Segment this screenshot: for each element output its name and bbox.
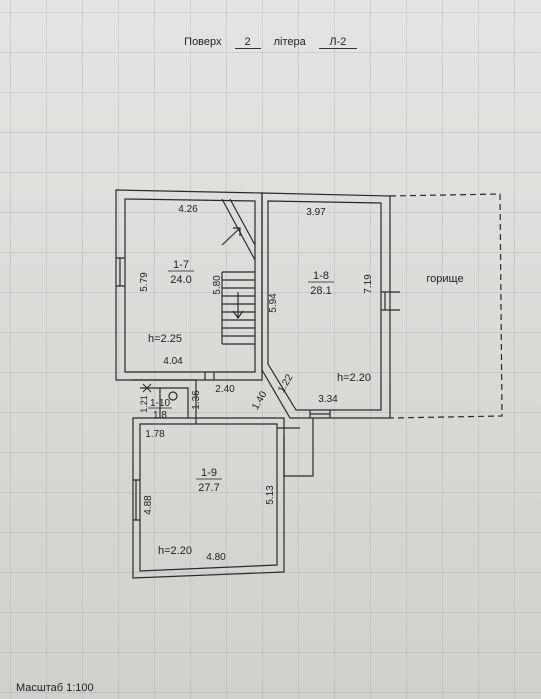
floor-value: 2 — [234, 36, 261, 49]
dim-4-26: 4.26 — [178, 204, 198, 215]
dim-4-80: 4.80 — [206, 552, 226, 563]
sheet-header: Поверх 2 літера Л-2 — [0, 36, 541, 49]
room-1-8-number: 1-8 — [313, 270, 329, 282]
dim-4-04: 4.04 — [163, 356, 183, 367]
dim-1-40: 1.40 — [250, 389, 269, 412]
room-1-7-walls — [115, 189, 263, 381]
door-1-9 — [277, 418, 314, 477]
attic-label: горище — [426, 273, 463, 285]
sink-symbol — [168, 391, 178, 401]
stair-arrow-down — [232, 292, 244, 320]
dim-5-94: 5.94 — [268, 293, 279, 313]
room-1-7-area: 24.0 — [170, 274, 191, 286]
dim-1-21: 1.21 — [139, 395, 149, 413]
attic-outline — [389, 193, 503, 419]
room-1-9-height: h=2.20 — [158, 545, 192, 557]
stair-arrow-up — [221, 227, 241, 246]
room-1-8-area: 28.1 — [310, 285, 331, 297]
window-1-9 — [133, 479, 140, 521]
room-1-10-area: 1.8 — [153, 410, 167, 421]
scale-label: Масштаб 1:100 — [16, 682, 94, 694]
dim-3-97: 3.97 — [306, 207, 326, 218]
dim-5-13: 5.13 — [265, 485, 276, 505]
room-1-8-walls — [261, 192, 391, 419]
door-1-7 — [204, 372, 215, 380]
dim-1-22: 1.22 — [276, 372, 295, 395]
window-1-8 — [381, 291, 400, 311]
dim-2-40: 2.40 — [215, 384, 235, 395]
dim-7-19: 7.19 — [363, 274, 374, 294]
room-1-9-number: 1-9 — [201, 467, 217, 479]
room-1-8-height: h=2.20 — [337, 372, 371, 384]
floor-label: Поверх — [184, 36, 222, 48]
stair-lines — [221, 198, 256, 345]
dim-3-34: 3.34 — [318, 394, 338, 405]
dim-4-88: 4.88 — [143, 495, 154, 515]
window-1-8-bottom — [309, 410, 331, 418]
window-1-7 — [116, 257, 125, 287]
room-1-9-area: 27.7 — [198, 482, 219, 494]
dim-1-78: 1.78 — [145, 429, 165, 440]
room-1-10-walls — [133, 379, 197, 424]
dim-5-79: 5.79 — [139, 272, 150, 292]
room-1-7-number: 1-7 — [173, 259, 189, 271]
letter-label: літера — [273, 36, 306, 48]
ventilation-cross — [142, 383, 152, 393]
room-1-10-number: 1-10 — [150, 398, 170, 409]
letter-value: Л-2 — [318, 36, 357, 49]
room-1-7-height: h=2.25 — [148, 333, 182, 345]
room-1-9-walls — [132, 417, 285, 579]
dim-5-80: 5.80 — [212, 275, 223, 295]
dim-1-36: 1.36 — [191, 390, 202, 410]
